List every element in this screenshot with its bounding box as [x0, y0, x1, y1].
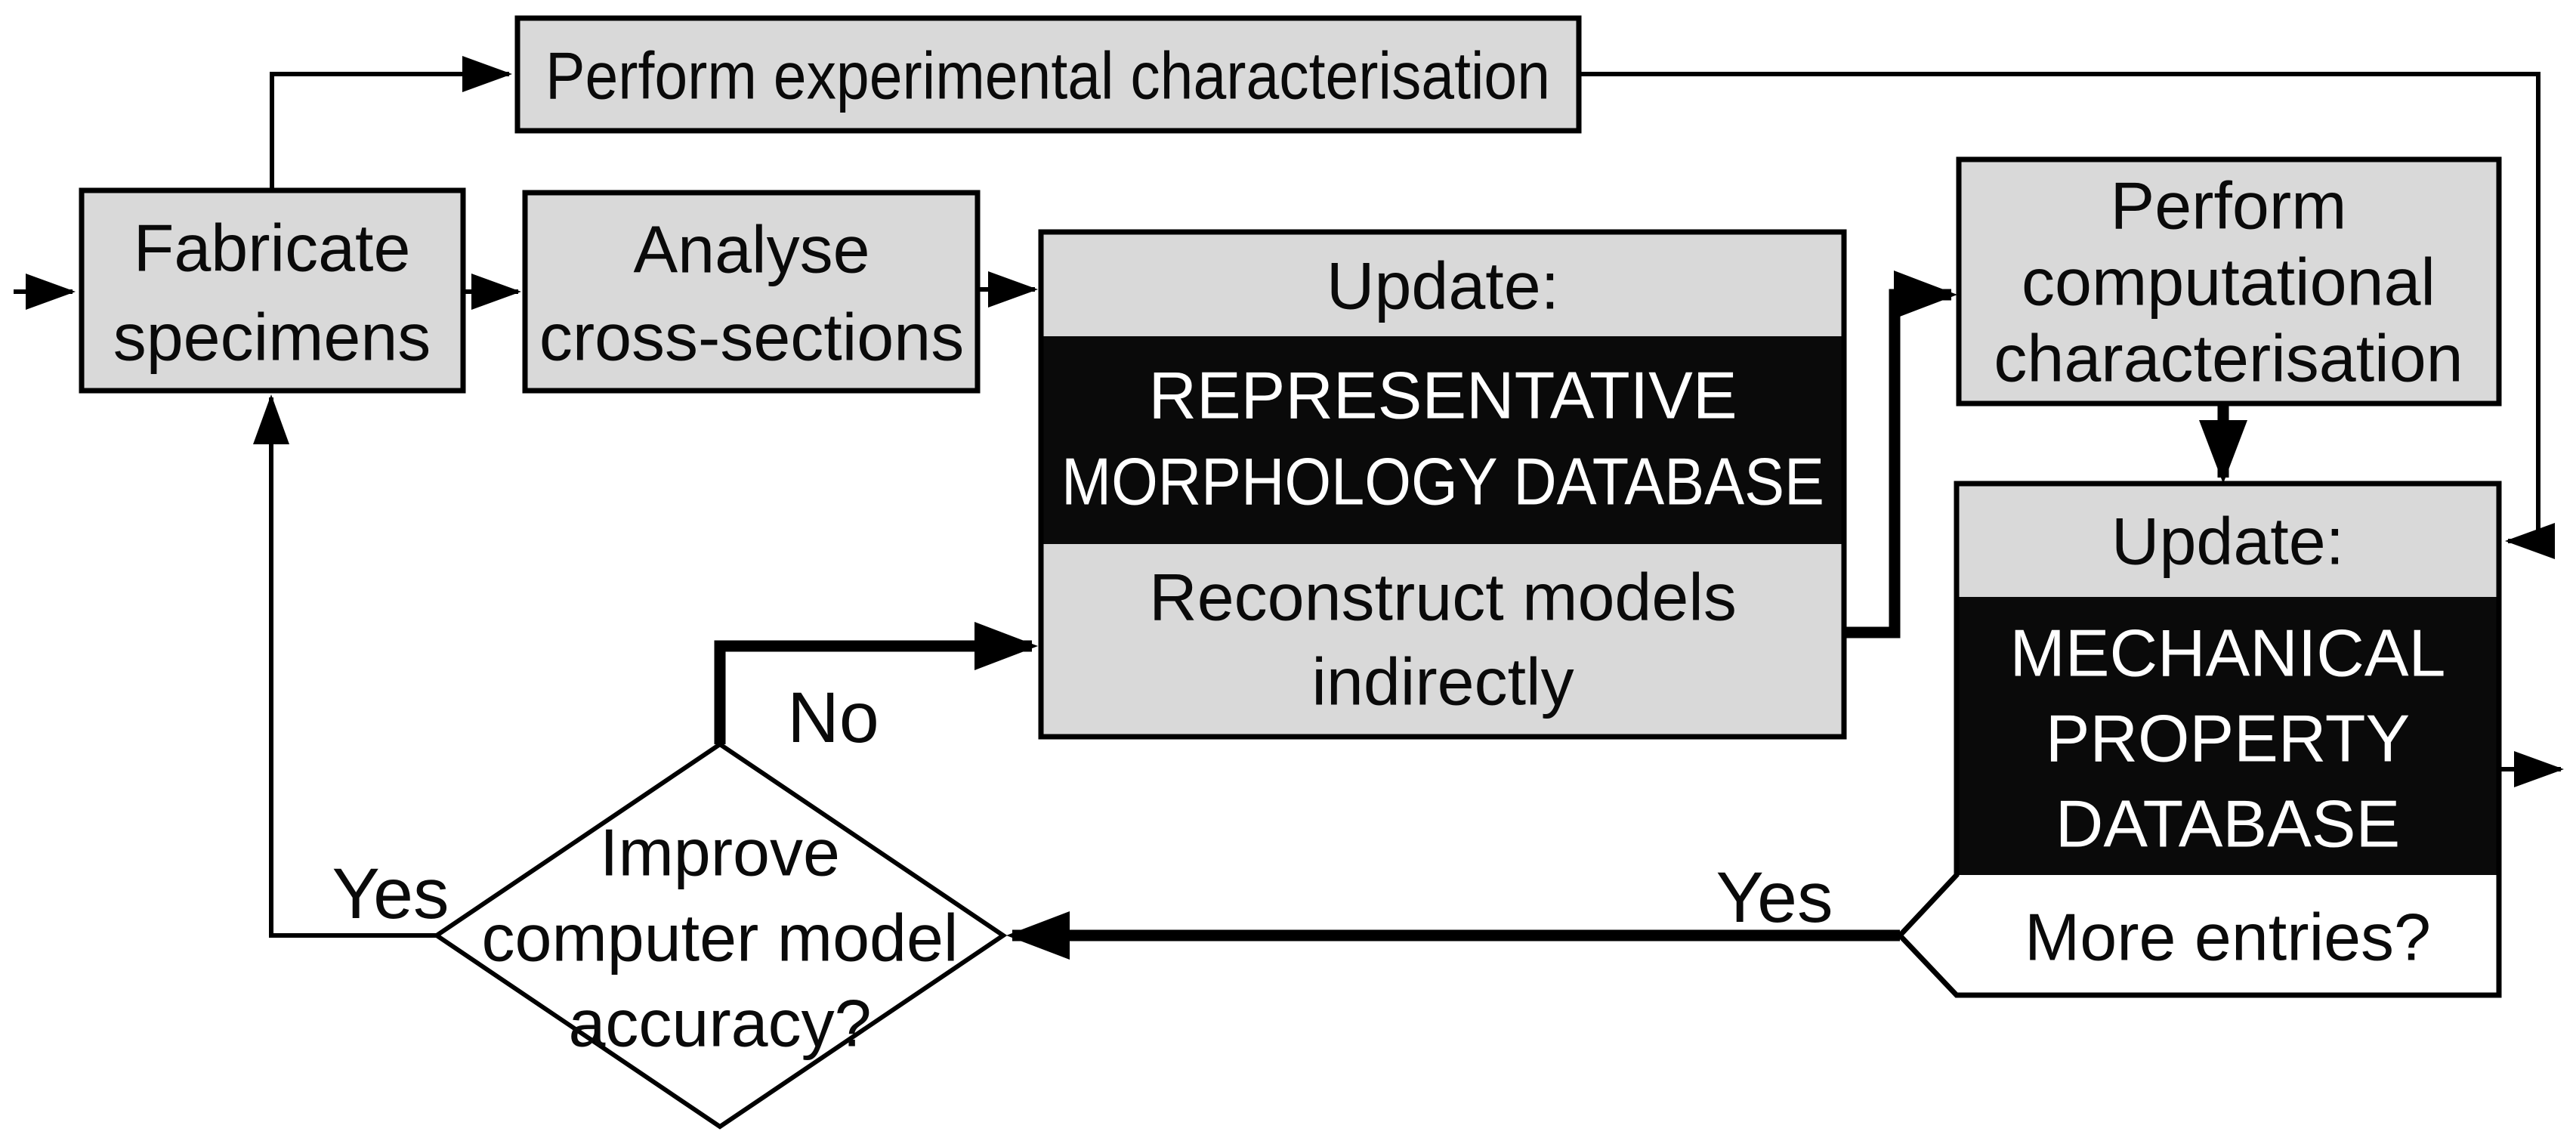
- arrow-experimental-to-mechanical-update: [1579, 72, 2555, 559]
- decision-label-line1: Improve: [600, 815, 840, 890]
- arrow-morphology-to-computational: [1844, 271, 1957, 638]
- analyse-label-line2: cross-sections: [539, 300, 964, 375]
- box-analyse-cross-sections: Analyse cross-sections: [522, 190, 981, 394]
- mechanical-db-line2: PROPERTY: [2046, 701, 2411, 776]
- computational-label-line3: characterisation: [1994, 321, 2463, 396]
- decision-label-line3: accuracy?: [568, 986, 871, 1061]
- box-mechanical-database: Update: MECHANICAL PROPERTY DATABASE Mor…: [1896, 481, 2502, 998]
- fabricate-label-line2: specimens: [113, 300, 431, 375]
- box-morphology-database: Update: REPRESENTATIVE MORPHOLOGY DATABA…: [1038, 229, 1847, 740]
- analyse-label-line1: Analyse: [633, 212, 869, 287]
- mechanical-db-band: [1957, 597, 2499, 875]
- mechanical-question-label: More entries?: [2025, 900, 2431, 975]
- decision-diamond-shape: [432, 741, 1008, 1130]
- mechanical-question-banner: [1900, 875, 2499, 995]
- decision-label-line2: computer model: [482, 901, 959, 975]
- experimental-label: Perform experimental characterisation: [545, 39, 1550, 113]
- fabricate-label-line1: Fabricate: [134, 211, 411, 286]
- arrow-no-decision-to-morphology: [714, 622, 1038, 744]
- arrow-fabricate-to-experimental: [270, 56, 512, 190]
- box-perform-experimental: Perform experimental characterisation: [514, 15, 1582, 134]
- morphology-db-line1: REPRESENTATIVE: [1148, 358, 1737, 433]
- arrow-yes-decision-to-fabricate: [253, 394, 437, 938]
- decision-improve-accuracy: Improve computer model accuracy?: [432, 741, 1008, 1130]
- mechanical-update-band: [1957, 484, 2499, 597]
- computational-label-line2: computational: [2022, 245, 2435, 320]
- computational-label-line1: Perform: [2111, 169, 2347, 243]
- morphology-db-line2: MORPHOLOGY DATABASE: [1061, 444, 1824, 519]
- analyse-box-shape: [522, 190, 981, 394]
- fabricate-box-shape: [79, 187, 466, 394]
- computational-box-shape: [1956, 156, 2502, 407]
- label-yes-left: Yes: [332, 854, 449, 934]
- morphology-outline: [1038, 229, 1847, 740]
- box-fabricate-specimens: Fabricate specimens: [79, 187, 466, 394]
- experimental-box-shape: [514, 15, 1582, 134]
- mechanical-db-line1: MECHANICAL: [2010, 616, 2446, 691]
- box-perform-computational: Perform computational characterisation: [1956, 156, 2502, 407]
- mechanical-update-label: Update:: [2111, 504, 2344, 579]
- mechanical-db-line3: DATABASE: [2056, 787, 2400, 861]
- label-no: No: [787, 678, 879, 758]
- morphology-action-line2: indirectly: [1311, 645, 1574, 719]
- morphology-update-label: Update:: [1327, 249, 1559, 323]
- morphology-db-band: [1041, 336, 1844, 544]
- morphology-action-line1: Reconstruct models: [1149, 560, 1737, 635]
- mechanical-outline: [1896, 481, 2502, 998]
- label-yes-right: Yes: [1716, 858, 1833, 938]
